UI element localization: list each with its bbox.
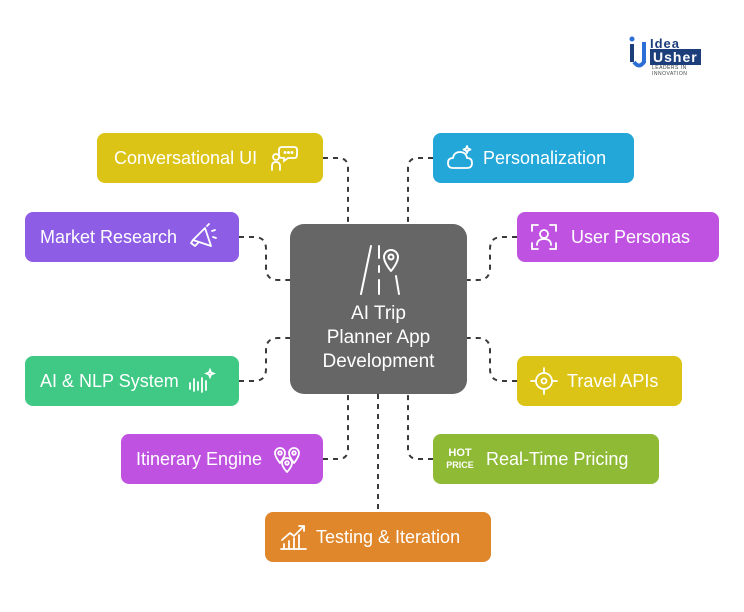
node-user-personas: User Personas (517, 212, 719, 262)
connector-travel-apis (467, 337, 517, 382)
road-pin-icon (359, 245, 400, 295)
center-title-line-1: AI Trip (351, 303, 406, 324)
connector-market-research (239, 236, 290, 281)
center-title: AI Trip Planner App Development (323, 302, 435, 374)
company-logo: Idea Usher LEADERS IN INNOVATION (628, 36, 718, 77)
node-personalization: Personalization (433, 133, 634, 183)
connector-itinerary-engine (323, 394, 349, 460)
connector-personalization (407, 157, 433, 224)
chat-person-icon (267, 141, 301, 175)
node-label: Itinerary Engine (136, 448, 263, 469)
node-label: Personalization (483, 147, 607, 168)
price-badge-text: PRICE (446, 460, 474, 470)
connector-user-personas (467, 236, 517, 281)
hot-badge-text: HOT (448, 447, 472, 459)
node-testing-iteration: Testing & Iteration (265, 512, 491, 562)
node-label: AI & NLP System (40, 370, 179, 391)
growth-chart-icon (276, 520, 310, 554)
logo-mark-icon (629, 36, 646, 68)
node-label: Real-Time Pricing (486, 448, 629, 469)
node-real-time-pricing: HOT PRICE Real-Time Pricing (433, 434, 659, 484)
crosshair-icon (527, 364, 561, 398)
logo-word-idea: Idea (650, 36, 681, 51)
user-frame-icon (527, 220, 561, 254)
center-title-line-3: Development (322, 351, 435, 372)
node-label: Conversational UI (114, 147, 258, 168)
cloud-sparkle-icon (443, 141, 477, 175)
connector-conversational-ui (323, 157, 349, 224)
megaphone-icon (185, 220, 219, 254)
node-market-research: Market Research (25, 212, 239, 262)
node-ai-nlp-system: AI & NLP System (25, 356, 239, 406)
connector-real-time-pricing (407, 394, 433, 460)
node-conversational-ui: Conversational UI (97, 133, 323, 183)
node-itinerary-engine: Itinerary Engine (121, 434, 323, 484)
hot-price-icon: HOT PRICE (443, 442, 477, 476)
node-label: Testing & Iteration (316, 526, 461, 547)
center-node: AI Trip Planner App Development (290, 224, 467, 394)
node-label: Market Research (40, 226, 178, 247)
logo-word-usher: Usher (650, 49, 701, 65)
logo-tagline: LEADERS IN INNOVATION (652, 65, 688, 77)
soundwave-sparkle-icon (185, 364, 219, 398)
node-travel-apis: Travel APIs (517, 356, 682, 406)
connector-ai-nlp (239, 337, 290, 382)
node-label: User Personas (571, 226, 691, 247)
center-title-line-2: Planner App (326, 327, 431, 348)
map-pins-icon (270, 442, 304, 476)
node-label: Travel APIs (567, 370, 659, 391)
